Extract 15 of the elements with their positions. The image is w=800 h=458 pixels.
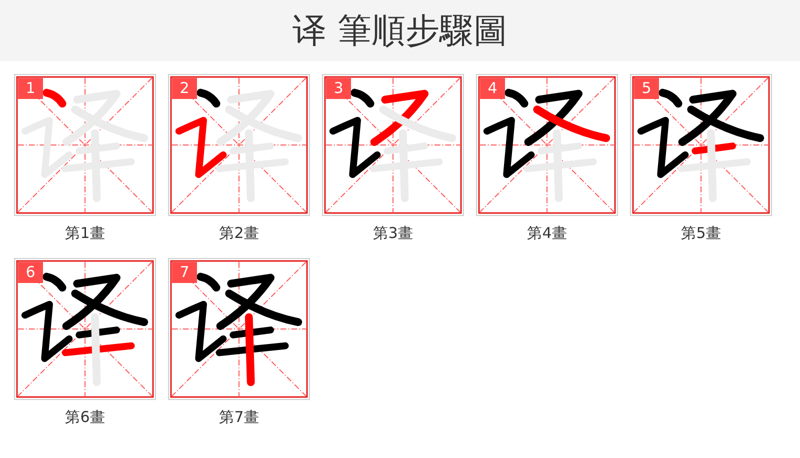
step-number: 2 (172, 78, 197, 99)
step-caption: 第3畫 (373, 224, 413, 242)
step-number: 6 (18, 262, 43, 283)
step-number: 4 (480, 78, 505, 99)
step-number: 7 (172, 262, 197, 283)
step-number: 5 (634, 78, 659, 99)
step-number: 3 (326, 78, 351, 99)
step-caption: 第1畫 (65, 224, 105, 242)
step-caption: 第2畫 (219, 224, 259, 242)
step-caption: 第5畫 (681, 224, 721, 242)
step-number: 1 (18, 78, 43, 99)
step-caption: 第6畫 (65, 408, 105, 426)
page-title: 译 筆順步驟圖 (292, 10, 508, 50)
step-caption: 第4畫 (527, 224, 567, 242)
step-caption: 第7畫 (219, 408, 259, 426)
